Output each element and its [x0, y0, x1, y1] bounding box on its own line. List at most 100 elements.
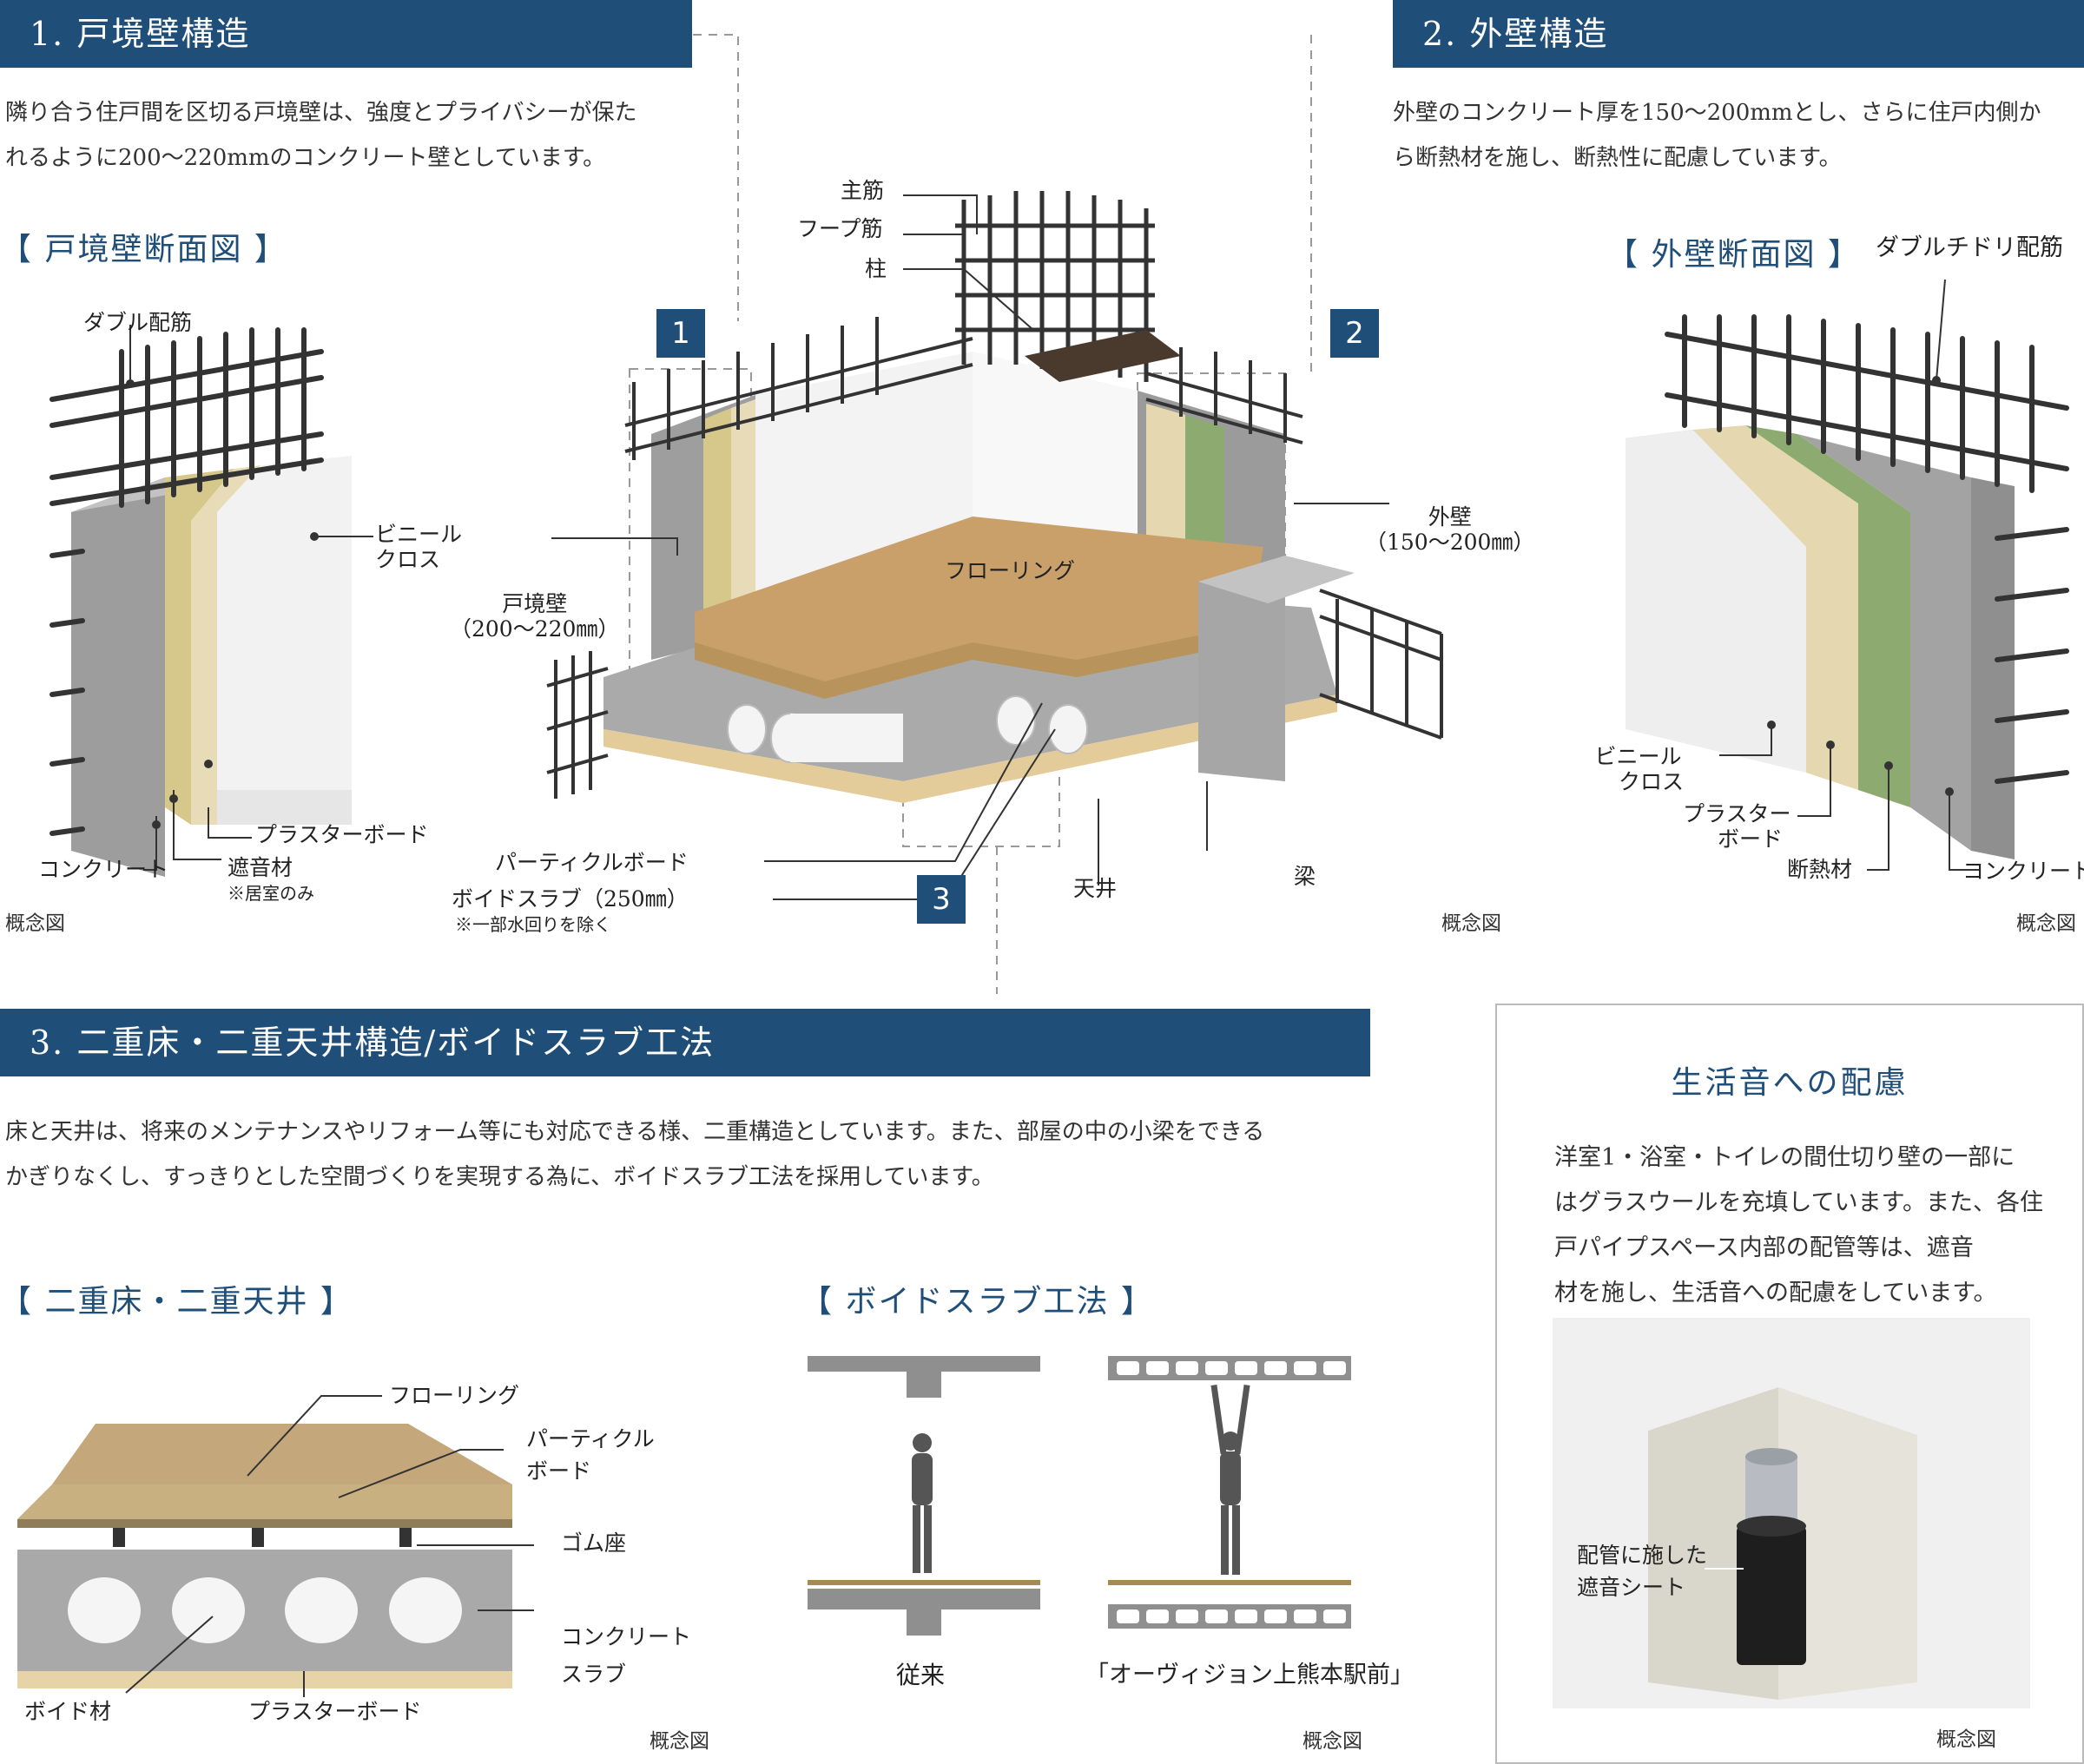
exterior-wall-concrete	[1797, 434, 1971, 851]
label-beam: 梁	[1294, 864, 1316, 889]
section2-title-band: 2. 外壁構造	[1393, 0, 2084, 68]
label-concrete-party: コンクリート	[38, 857, 169, 882]
label-df-particle: パーティクル ボード	[526, 1426, 655, 1484]
label-double-zigzag: ダブルチドリ配筋	[1876, 234, 2063, 261]
label-exterior-wall-name: 外壁	[1428, 504, 1472, 530]
concept-label-void-slab: 概念図	[1302, 1730, 1362, 1753]
sound-line-3: 戸パイプスペース内部の配管等は、遮音	[1554, 1234, 1974, 1261]
void-slab-person-icon	[1210, 1384, 1250, 1575]
center-void-tubes	[727, 695, 1088, 763]
badge-3: 3	[917, 875, 966, 924]
conventional-slab	[808, 1356, 1040, 1636]
section3-title-band: 3. 二重床・二重天井構造/ボイドスラブ工法	[0, 1009, 1370, 1076]
label-party-wall-name: 戸境壁	[502, 591, 568, 616]
label-ext-plaster: プラスター ボード	[1683, 801, 1791, 852]
center-flooring	[695, 517, 1263, 681]
section1-title-band: 1. 戸境壁構造	[0, 0, 692, 68]
party-wall-concrete-front	[71, 477, 165, 877]
sound-line-2: はグラスウールを充填しています。また、各住	[1554, 1189, 2043, 1216]
label-exterior-wall-dim: （150～200㎜）	[1365, 529, 1535, 555]
sound-description: 洋室1・浴室・トイレの間仕切り壁の一部に はグラスウールを充填しています。また、…	[1554, 1135, 2043, 1316]
label-ceiling: 天井	[1073, 876, 1118, 901]
df-ceiling-board	[17, 1671, 512, 1688]
label-vinyl-cloth-line2: クロス	[375, 546, 441, 572]
label-df-void: ボイド材	[24, 1699, 112, 1724]
label-pipe-sheet-line2: 遮音シート	[1577, 1574, 1686, 1600]
label-hoop-rebar: フープ筋	[797, 216, 883, 241]
label-double-rebar: ダブル配筋	[83, 310, 193, 335]
label-vinyl-cloth: ビニール クロス	[375, 522, 462, 573]
label-df-concrete-line1: コンクリート	[561, 1624, 692, 1649]
label-df-rubber: ゴム座	[561, 1530, 627, 1556]
label-bedroom-only: ※居室のみ	[228, 883, 314, 904]
exterior-wall-insulation	[1745, 425, 1910, 807]
sound-line-1: 洋室1・浴室・トイレの間仕切り壁の一部に	[1554, 1144, 2015, 1171]
conventional-person-icon	[912, 1433, 933, 1573]
party-wall-illustration	[49, 325, 373, 877]
label-df-plasterboard: プラスターボード	[248, 1699, 422, 1724]
center-structure-illustration	[546, 34, 1443, 994]
badge-2: 2	[1330, 309, 1379, 358]
section3-desc-line1: 床と天井は、将来のメンテナンスやリフォーム等にも対応できる様、二重構造としていま…	[5, 1119, 1265, 1145]
section1-desc-line2: れるように200～220mmのコンクリート壁としています。	[5, 145, 606, 171]
label-df-particle-line2: ボード	[526, 1458, 592, 1484]
label-ext-vinyl-line2: クロス	[1619, 768, 1685, 794]
concept-label-section1: 概念図	[5, 912, 65, 935]
party-wall-board	[191, 465, 260, 825]
party-wall-vinyl	[217, 456, 352, 825]
label-party-wall: 戸境壁 （200～220㎜）	[450, 591, 620, 642]
pipe-illustration	[1553, 1318, 2030, 1708]
exterior-wall-illustration	[1626, 279, 2069, 871]
exterior-wall-vinyl	[1626, 430, 1806, 773]
exterior-wall-rebar	[1665, 314, 2069, 784]
void-slab	[1108, 1356, 1351, 1629]
void-slab-comparison	[808, 1356, 1351, 1636]
section2-subtitle: 【 外壁断面図 】	[1606, 237, 1861, 273]
concept-label-center: 概念図	[1441, 912, 1501, 935]
concept-label-section2: 概念図	[2016, 912, 2076, 935]
label-conventional: 従来	[896, 1661, 946, 1689]
label-void-slab: ボイドスラブ（250㎜）	[452, 886, 689, 912]
concept-label-double-floor: 概念図	[650, 1730, 709, 1753]
label-particle-board-center: パーティクルボード	[495, 850, 689, 875]
sound-line-4: 材を施し、生活音への配慮をしています。	[1554, 1280, 1997, 1307]
section2-desc-line2: ら断熱材を施し、断熱性に配慮しています。	[1393, 145, 1842, 171]
label-flooring-center: フローリング	[945, 558, 1076, 583]
section2-desc-line1: 外壁のコンクリート厚を150～200mmとし、さらに住戸内側か	[1393, 100, 2041, 126]
party-wall-rebar	[49, 327, 324, 836]
label-main-rebar: 主筋	[841, 178, 885, 203]
concept-label-sound: 概念図	[1936, 1728, 1996, 1751]
section3-desc-line2: かぎりなくし、すっきりとした空間づくりを実現する為に、ボイドスラブ工法を採用して…	[5, 1164, 994, 1190]
pipe-sound-sheet	[1737, 1526, 1806, 1665]
label-pipe-sheet-line1: 配管に施した	[1577, 1543, 1708, 1568]
center-beam	[1198, 556, 1285, 781]
label-ext-concrete: コンクリート	[1962, 859, 2084, 884]
label-plasterboard: プラスターボード	[255, 822, 429, 847]
section2-description: 外壁のコンクリート厚を150～200mmとし、さらに住戸内側か ら断熱材を施し、…	[1393, 90, 2084, 181]
section1-description: 隣り合う住戸間を区切る戸境壁は、強度とプライバシーが保た れるように200～22…	[5, 90, 700, 181]
label-df-concrete: コンクリート スラブ	[561, 1624, 692, 1688]
df-particle-board	[17, 1484, 512, 1519]
label-ext-vinyl: ビニール クロス	[1593, 744, 1685, 795]
section3-subtitle-left: 【 二重床・二重天井 】	[0, 1284, 353, 1320]
label-ext-plaster-line1: プラスター	[1683, 801, 1791, 826]
label-column: 柱	[865, 256, 887, 281]
label-df-concrete-line2: スラブ	[561, 1661, 627, 1687]
label-ext-plaster-line2: ボード	[1718, 826, 1784, 852]
label-df-flooring: フローリング	[389, 1383, 520, 1408]
label-pipe-sheet: 配管に施した 遮音シート	[1577, 1543, 1708, 1601]
section1-subtitle: 【 戸境壁断面図 】	[0, 232, 287, 267]
label-exterior-wall: 外壁 （150～200㎜）	[1365, 504, 1535, 556]
label-this-property: 「オーヴィジョン上熊本駅前」	[1085, 1662, 1414, 1688]
label-df-particle-line1: パーティクル	[526, 1426, 655, 1451]
sound-title: 生活音への配慮	[1671, 1065, 1909, 1101]
label-ext-vinyl-line1: ビニール	[1594, 744, 1682, 769]
label-sound-insulation: 遮音材	[228, 855, 293, 880]
label-party-wall-dim: （200～220㎜）	[450, 615, 620, 642]
badge-1: 1	[656, 309, 705, 358]
label-ext-insulation: 断熱材	[1787, 857, 1853, 882]
exterior-wall-board	[1693, 425, 1858, 790]
df-voids	[68, 1577, 462, 1643]
party-wall-insulation	[165, 469, 234, 825]
section1-desc-line1: 隣り合う住戸間を区切る戸境壁は、強度とプライバシーが保た	[5, 100, 637, 126]
